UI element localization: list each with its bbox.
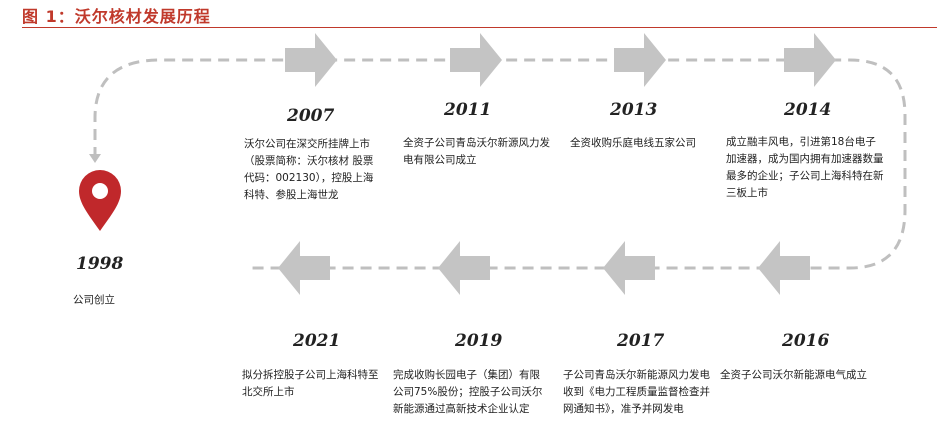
- event-text-1998: 公司创立: [73, 294, 115, 306]
- event-text-2013: 全资收购乐庭电线五家公司: [570, 137, 696, 149]
- event-text-2007: 沃尔公司在深交所挂牌上市（股票简称：沃尔核材 股票代码：002130），控股上海…: [244, 138, 374, 201]
- event-text-2017: 子公司青岛沃尔新能源风力发电收到《电力工程质量监督检查并网通知书》，准予并网发电: [563, 369, 710, 415]
- chevron-arrow-icon: [603, 241, 655, 295]
- chevron-arrow-icon: [278, 241, 330, 295]
- event-year-2013: 2013: [610, 100, 658, 120]
- event-text-2019: 完成收购长园电子（集团）有限公司75%股份；控股子公司沃尔新能源通过高新技术企业…: [393, 369, 543, 415]
- chevron-arrow-icon: [758, 241, 810, 295]
- chevron-arrow-icon: [438, 241, 490, 295]
- chevron-arrow-icon: [614, 33, 666, 87]
- figure-title: 图 1：沃尔核材发展历程: [22, 7, 211, 26]
- event-text-2021: 拟分拆控股子公司上海科特至北交所上市: [242, 369, 379, 398]
- title-divider: [22, 27, 937, 28]
- event-text-2014: 成立融丰风电，引进第18台电子加速器，成为国内拥有加速器数量最多的企业；子公司上…: [726, 136, 884, 199]
- event-year-1998: 1998: [76, 254, 124, 274]
- chevron-arrow-icon: [784, 33, 836, 87]
- event-year-2007: 2007: [287, 106, 335, 126]
- timeline-path: [93, 58, 907, 270]
- event-text-2016: 全资子公司沃尔新能源电气成立: [720, 369, 867, 381]
- event-year-2014: 2014: [784, 100, 832, 120]
- event-year-2011: 2011: [444, 100, 492, 120]
- path-arrowhead-icon: [89, 154, 101, 163]
- chevron-arrow-icon: [285, 33, 337, 87]
- event-text-2011: 全资子公司青岛沃尔新源风力发电有限公司成立: [403, 137, 550, 166]
- event-year-2017: 2017: [617, 331, 665, 351]
- chevron-arrow-icon: [450, 33, 502, 87]
- event-year-2016: 2016: [782, 331, 830, 351]
- event-year-2021: 2021: [293, 331, 341, 351]
- event-year-2019: 2019: [455, 331, 503, 351]
- location-pin-icon: [79, 170, 121, 231]
